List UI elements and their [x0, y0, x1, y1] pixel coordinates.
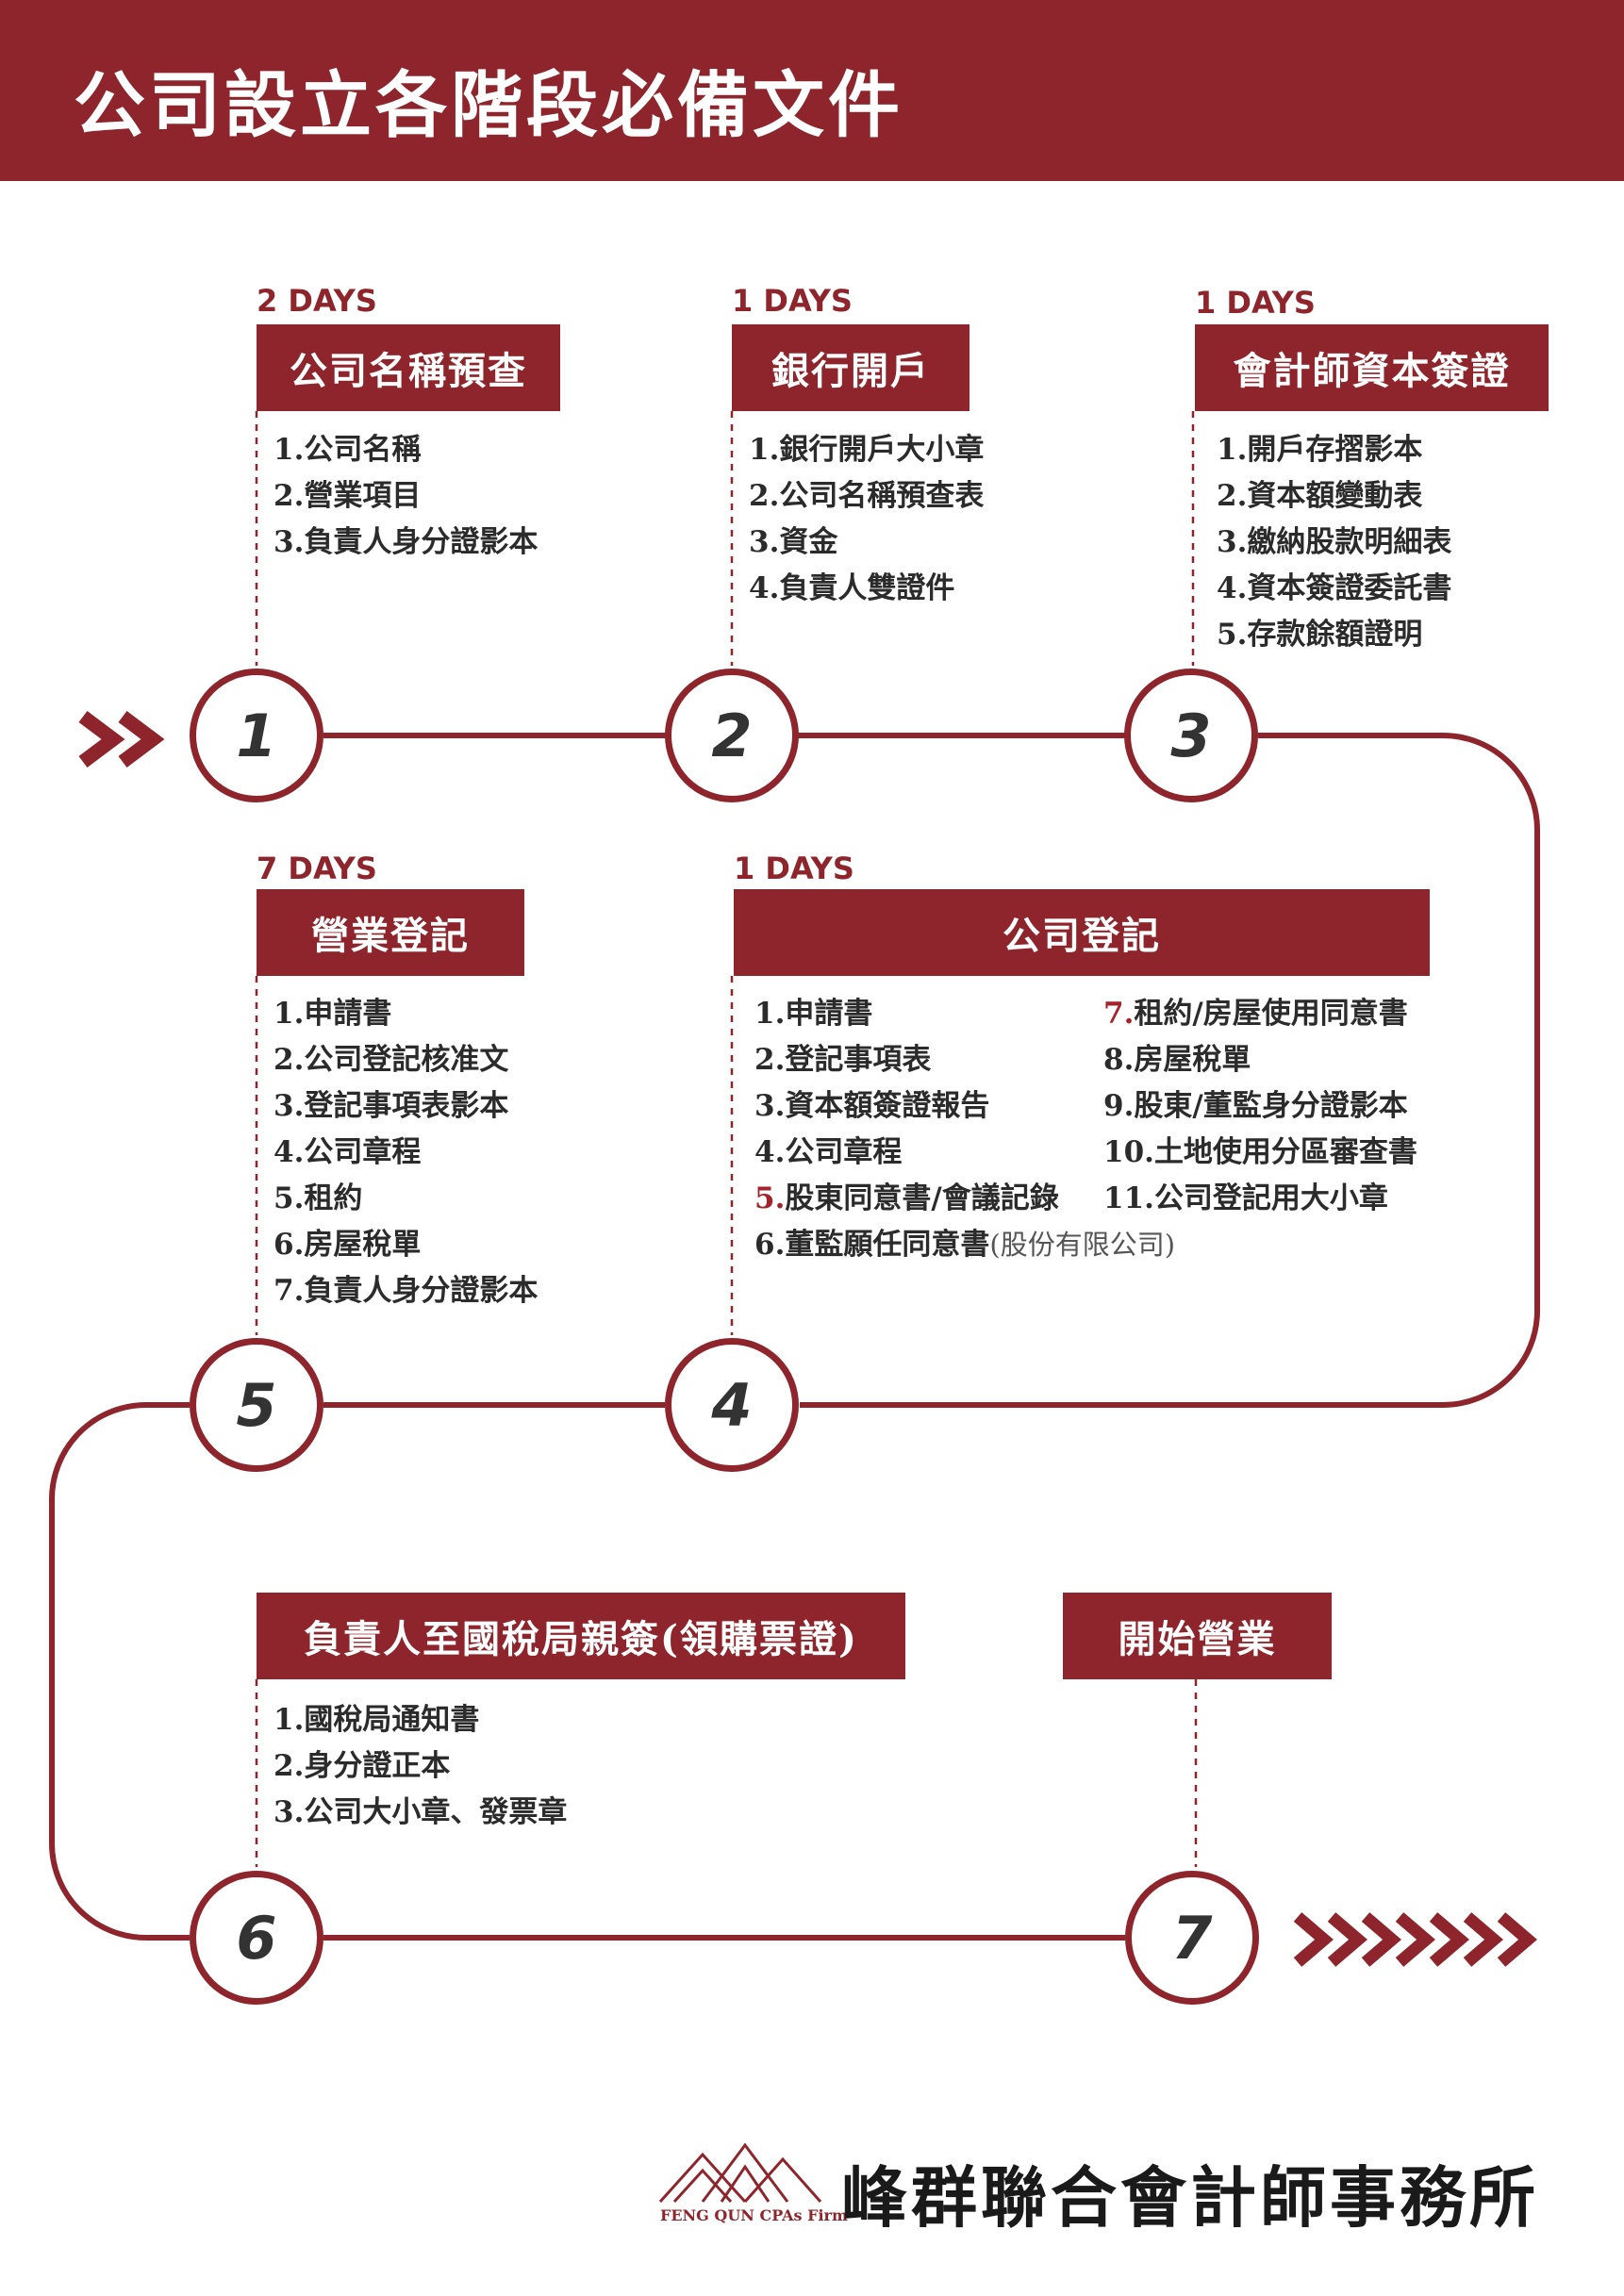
list-item: 8.房屋稅單 — [1103, 1037, 1417, 1083]
list-item: 1.公司名稱 — [273, 433, 422, 467]
page-title: 公司設立各階段必備文件 — [74, 63, 903, 147]
track-loop-right — [800, 733, 1540, 1408]
list-item: 11.公司登記用大小章 — [1103, 1176, 1417, 1222]
item-number-highlight: 5. — [754, 1181, 786, 1215]
item-text: 董監願任同意書 — [785, 1228, 990, 1262]
list-item: 6.房屋稅單 — [273, 1228, 422, 1262]
list-item: 3.資金 — [749, 525, 838, 559]
step4-documents-right: 7.租約/房屋使用同意書 8.房屋稅單 9.股東/董監身分證影本 10.土地使用… — [1103, 991, 1417, 1222]
item-text: 股東/董監身分證影本 — [1134, 1089, 1408, 1123]
item-text: 房屋稅單 — [1134, 1043, 1251, 1077]
item-text: 申請書 — [785, 997, 873, 1031]
list-item: 3.資本額簽證報告 — [754, 1083, 1175, 1130]
start-arrows — [78, 711, 165, 768]
list-item: 9.股東/董監身分證影本 — [1103, 1083, 1417, 1130]
list-item: 4.公司章程 — [754, 1130, 1175, 1176]
step5-duration: 7 DAYS — [257, 851, 377, 886]
item-text: 登記事項表 — [785, 1043, 932, 1077]
step3-duration: 1 DAYS — [1195, 285, 1316, 321]
step2-circle: 2 — [665, 669, 799, 802]
item-number-highlight: 7. — [1103, 997, 1135, 1031]
list-item: 1.銀行開戶大小章 — [749, 433, 985, 467]
step4-documents-left: 1.申請書 2.登記事項表 3.資本額簽證報告 4.公司章程 5.股東同意書/會… — [754, 991, 1175, 1268]
step4-duration: 1 DAYS — [734, 851, 854, 886]
step3-label: 會計師資本簽證 — [1195, 324, 1549, 411]
list-item: 1.開戶存摺影本 — [1217, 433, 1423, 467]
item-number: 4. — [754, 1135, 786, 1169]
item-number: 9. — [1103, 1089, 1135, 1123]
list-item: 7.租約/房屋使用同意書 — [1103, 991, 1417, 1037]
step6-documents: 1.國稅局通知書 2.身分證正本 3.公司大小章、發票章 — [273, 1697, 567, 1836]
step6-circle: 6 — [190, 1871, 323, 2005]
firm-name: 峰群聯合會計師事務所 — [841, 2158, 1539, 2237]
list-item: 3.繳納股款明細表 — [1217, 525, 1452, 559]
list-item: 2.資本額變動表 — [1217, 479, 1423, 513]
item-number: 6. — [754, 1228, 786, 1262]
step2-label: 銀行開戶 — [732, 324, 969, 411]
step1-duration: 2 DAYS — [257, 283, 377, 319]
list-item: 1.申請書 — [273, 997, 392, 1031]
step1-circle: 1 — [190, 669, 323, 802]
list-item: 5.股東同意書/會議記錄 — [754, 1176, 1175, 1222]
step1-label: 公司名稱預查 — [257, 324, 560, 411]
list-item: 5.租約 — [273, 1181, 363, 1215]
item-text: 股東同意書/會議記錄 — [785, 1181, 1059, 1215]
item-number: 8. — [1103, 1043, 1135, 1077]
step4-circle: 4 — [665, 1338, 799, 1472]
header-banner: 公司設立各階段必備文件 — [0, 0, 1624, 181]
step4-label: 公司登記 — [734, 889, 1430, 976]
step3-documents: 1.開戶存摺影本 2.資本額變動表 3.繳納股款明細表 4.資本簽證委託書 5.… — [1217, 427, 1451, 658]
item-number: 11. — [1103, 1181, 1154, 1215]
firm-logo-icon — [658, 2142, 822, 2204]
list-item: 2.公司登記核准文 — [273, 1043, 509, 1077]
track-loop-left — [49, 1402, 190, 1941]
step5-documents: 1.申請書 2.公司登記核准文 3.登記事項表影本 4.公司章程 5.租約 6.… — [273, 991, 538, 1314]
item-number: 2. — [754, 1043, 786, 1077]
list-item: 2.身分證正本 — [273, 1749, 451, 1783]
step7-label: 開始營業 — [1063, 1593, 1332, 1679]
list-item: 4.負責人雙證件 — [749, 571, 955, 605]
step3-circle: 3 — [1124, 669, 1258, 802]
item-number: 3. — [754, 1089, 786, 1123]
end-arrows — [1293, 1912, 1537, 1967]
list-item: 2.營業項目 — [273, 479, 422, 513]
list-item: 3.公司大小章、發票章 — [273, 1795, 568, 1829]
list-item: 4.資本簽證委託書 — [1217, 571, 1452, 605]
step6-label: 負責人至國稅局親簽(領購票證) — [257, 1593, 905, 1679]
list-item: 6.董監願任同意書(股份有限公司) — [754, 1222, 1175, 1268]
item-text: 土地使用分區審查書 — [1153, 1135, 1417, 1169]
list-item: 4.公司章程 — [273, 1135, 422, 1169]
item-text: 公司登記用大小章 — [1153, 1181, 1388, 1215]
item-text: 租約/房屋使用同意書 — [1134, 997, 1408, 1031]
item-number: 10. — [1103, 1135, 1154, 1169]
firm-logo-text: FENG QUN CPAs Firm — [660, 2206, 848, 2224]
list-item: 3.登記事項表影本 — [273, 1089, 509, 1123]
list-item: 3.負責人身分證影本 — [273, 525, 539, 559]
list-item: 7.負責人身分證影本 — [273, 1274, 539, 1308]
list-item: 2.公司名稱預查表 — [749, 479, 985, 513]
step2-documents: 1.銀行開戶大小章 2.公司名稱預查表 3.資金 4.負責人雙證件 — [749, 427, 984, 612]
step2-duration: 1 DAYS — [732, 283, 853, 319]
list-item: 1.國稅局通知書 — [273, 1703, 480, 1737]
step5-circle: 5 — [190, 1338, 323, 1472]
item-text: 資本額簽證報告 — [785, 1089, 990, 1123]
list-item: 5.存款餘額證明 — [1217, 618, 1423, 652]
list-item: 1.申請書 — [754, 991, 1175, 1037]
list-item: 2.登記事項表 — [754, 1037, 1175, 1083]
item-note: (股份有限公司) — [989, 1229, 1176, 1261]
step5-label: 營業登記 — [257, 889, 524, 976]
step1-documents: 1.公司名稱 2.營業項目 3.負責人身分證影本 — [273, 427, 538, 566]
step7-circle: 7 — [1125, 1871, 1259, 2005]
item-number: 1. — [754, 997, 786, 1031]
item-text: 公司章程 — [785, 1135, 903, 1169]
list-item: 10.土地使用分區審查書 — [1103, 1130, 1417, 1176]
